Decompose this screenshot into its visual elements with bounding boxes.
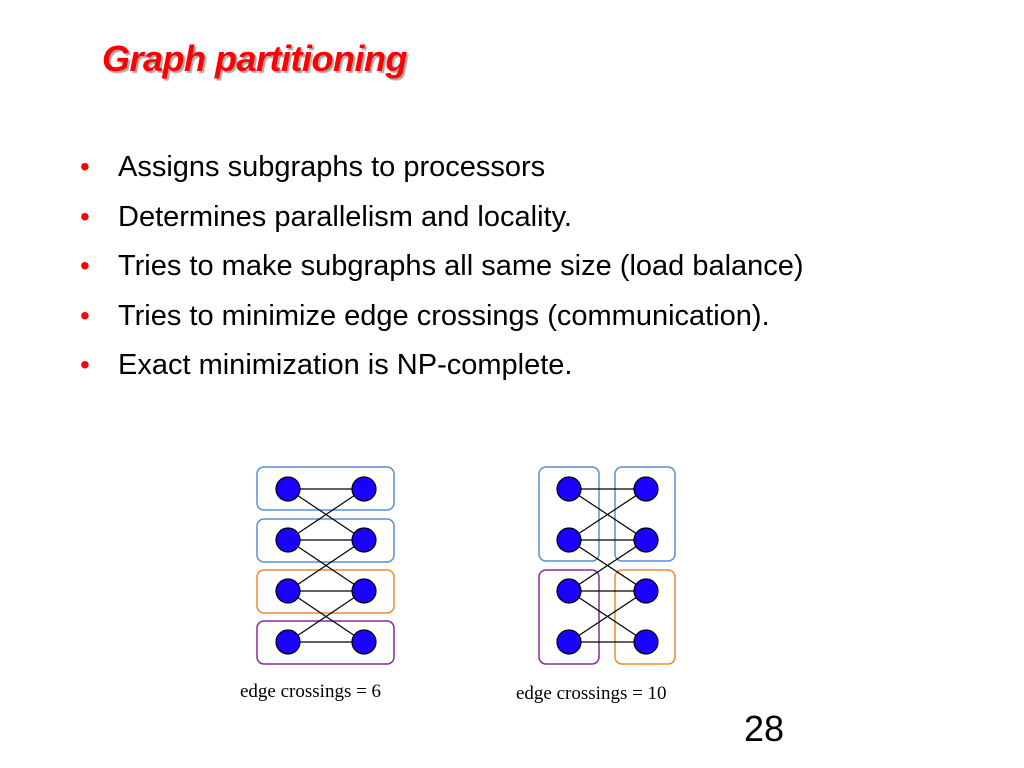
- partition-box: [256, 518, 395, 563]
- graph-edge: [568, 539, 647, 592]
- partition-box: [614, 466, 676, 562]
- bullet-text: Tries to make subgraphs all same size (l…: [118, 250, 804, 282]
- bullet-icon: •: [80, 151, 90, 182]
- bullet-icon: •: [80, 200, 90, 232]
- graph-node: [556, 629, 582, 655]
- bullet-text: Determines parallelism and locality.: [118, 200, 572, 233]
- partition-diagram-right: edge crossings = 10: [516, 466, 676, 704]
- diagram-caption-right: edge crossings = 10: [516, 683, 667, 704]
- partition-box: [256, 466, 395, 511]
- partition-box: [614, 569, 676, 665]
- bullet-icon: •: [80, 299, 90, 331]
- graph-node: [633, 527, 659, 553]
- diagram-caption-left: edge crossings = 6: [240, 681, 381, 702]
- partition-box: [256, 569, 395, 614]
- graph-node: [351, 629, 377, 655]
- graph-node: [633, 629, 659, 655]
- graph-node: [275, 629, 301, 655]
- graph-edge: [287, 488, 365, 541]
- bullet-text: Tries to minimize edge crossings (commun…: [118, 299, 770, 332]
- partition-diagram-left: edge crossings = 6: [240, 466, 395, 702]
- bullet-icon: •: [80, 250, 90, 281]
- graph-node: [556, 578, 582, 604]
- graph-node: [556, 527, 582, 553]
- slide-title: Graph partitioning: [102, 38, 407, 79]
- graph-node: [275, 527, 301, 553]
- graph-edge: [287, 539, 365, 592]
- graph-node: [275, 578, 301, 604]
- graph-edge: [568, 590, 647, 643]
- bullet-text: Assigns subgraphs to processors: [118, 151, 546, 183]
- graph-node: [556, 476, 582, 502]
- graph-node: [275, 476, 301, 502]
- partition-box: [538, 466, 600, 562]
- graph-node: [351, 578, 377, 604]
- bullet-icon: •: [80, 349, 90, 380]
- partition-box: [538, 569, 600, 665]
- partition-box: [256, 620, 395, 665]
- page-number: 28: [744, 708, 785, 749]
- graph-edge: [568, 488, 647, 541]
- graph-node: [351, 527, 377, 553]
- bullet-text: Exact minimization is NP-complete.: [118, 349, 573, 381]
- graph-node: [351, 476, 377, 502]
- graph-edge: [287, 590, 365, 643]
- graph-node: [633, 578, 659, 604]
- graph-node: [633, 476, 659, 502]
